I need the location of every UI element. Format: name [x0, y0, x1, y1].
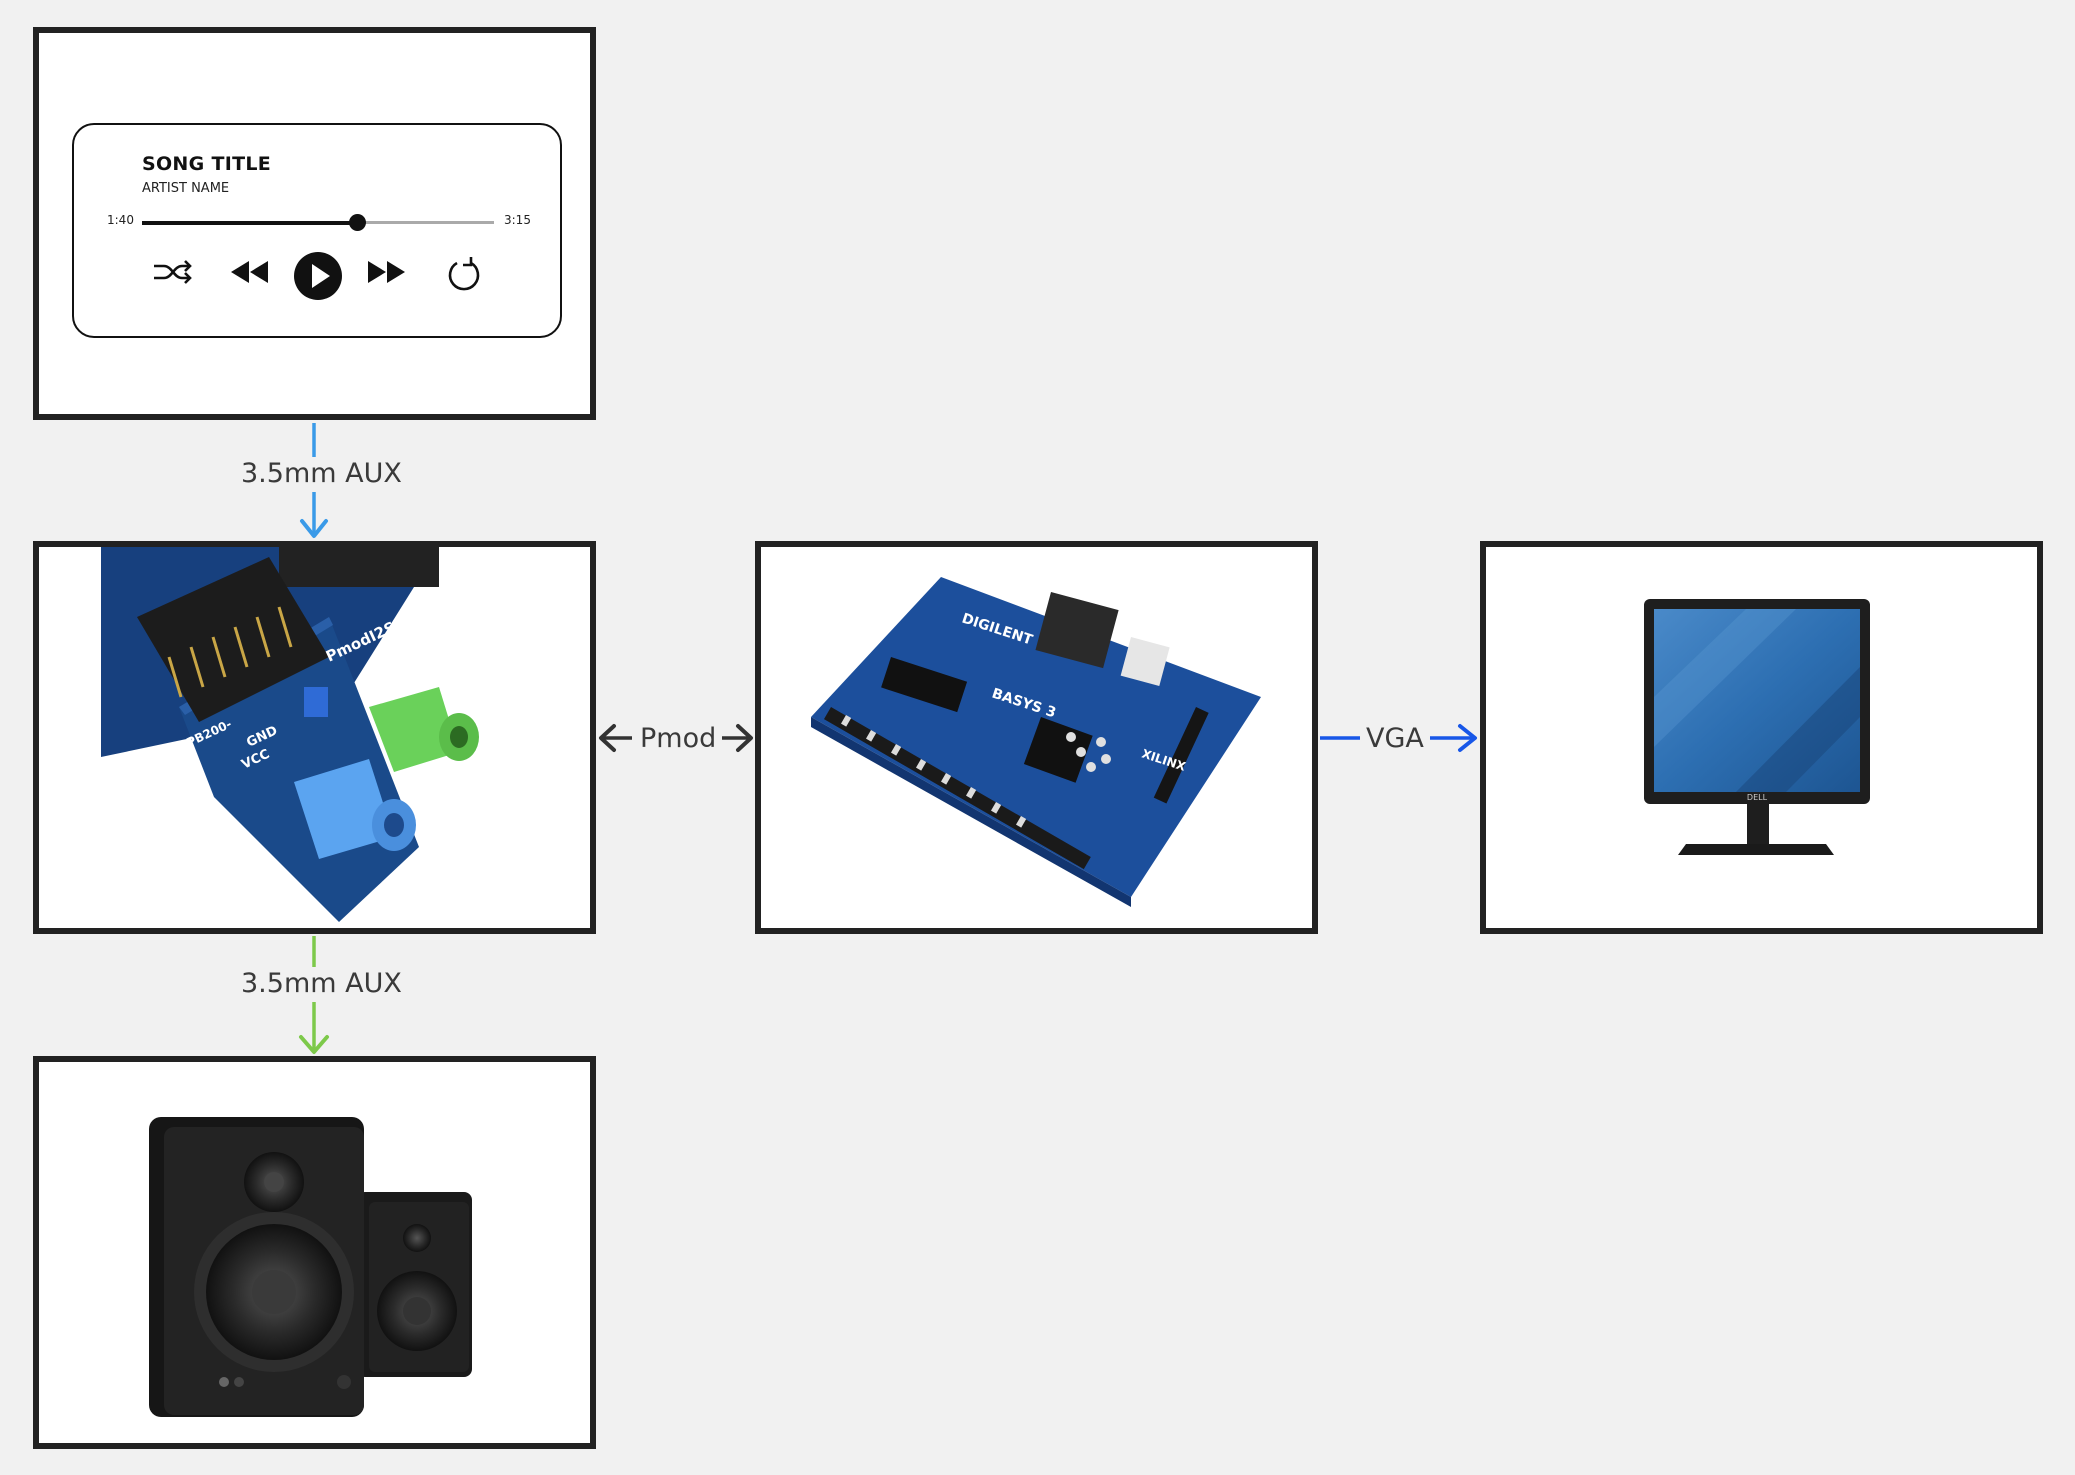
artist-name: ARTIST NAME [142, 181, 230, 196]
edge-label-aux-2: 3.5mm AUX [235, 967, 408, 1001]
node-basys3-fpga: DIGILENT BASYS 3 XILINX [755, 541, 1318, 934]
current-time: 1:40 [107, 213, 134, 227]
edge-aux-i2s-to-speakers [299, 936, 329, 1054]
song-title: SONG TITLE [142, 153, 272, 175]
progress-fill [142, 220, 357, 225]
edge-pmod-i2s-fpga [599, 724, 753, 752]
total-time: 3:15 [504, 213, 531, 227]
edge-label-pmod: Pmod [634, 722, 723, 756]
node-monitor: DELL [1480, 541, 2043, 934]
fast-forward-icon[interactable] [366, 257, 408, 287]
monitor-brand-text: DELL [1747, 793, 1768, 802]
node-pmod-i2s2: PmodI2S2 GND VCC PB200- [33, 541, 596, 934]
progress-track[interactable] [142, 214, 494, 231]
rewind-icon[interactable] [229, 257, 271, 287]
progress-handle[interactable] [348, 214, 366, 231]
node-music-player: SONG TITLE ARTIST NAME 1:40 3:15 [33, 27, 596, 420]
basys3-fpga-board-photo: DIGILENT BASYS 3 XILINX [811, 577, 1261, 907]
monitor-photo: DELL [1644, 599, 1870, 855]
music-player-card: SONG TITLE ARTIST NAME 1:40 3:15 [72, 123, 562, 338]
node-speakers [33, 1056, 596, 1449]
shuffle-icon[interactable] [152, 257, 194, 287]
pmod-i2s2-board-photo: PmodI2S2 GND VCC PB200- [101, 547, 479, 922]
edge-label-aux-1: 3.5mm AUX [235, 457, 408, 491]
edge-vga-fpga-monitor [1320, 724, 1477, 752]
play-icon[interactable] [293, 251, 343, 301]
edge-aux-player-to-i2s [300, 423, 328, 538]
repeat-icon[interactable] [444, 255, 484, 295]
speakers-photo [149, 1117, 472, 1417]
edge-label-vga: VGA [1360, 722, 1430, 756]
